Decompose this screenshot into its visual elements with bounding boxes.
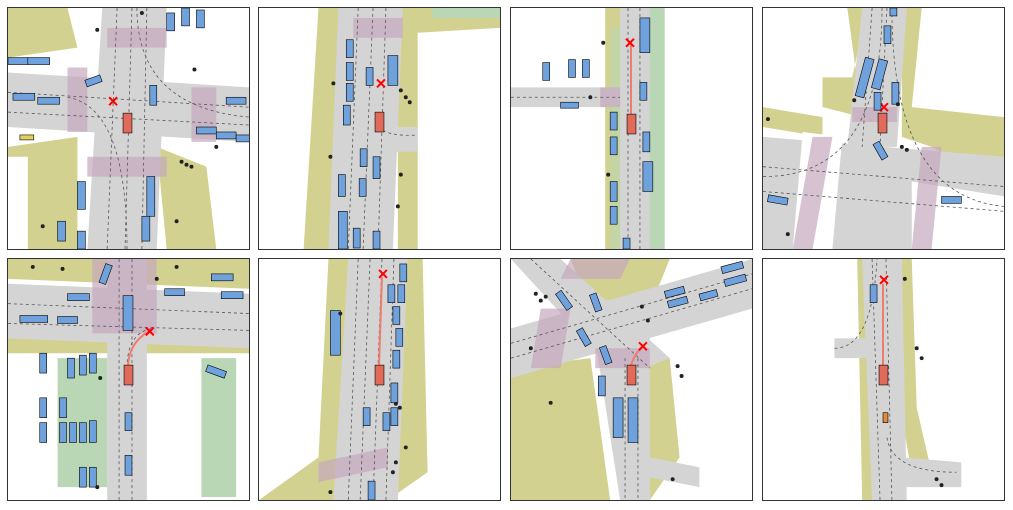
- road-side: [387, 127, 418, 152]
- sidewalk-area: [397, 8, 500, 249]
- sidewalk-area: [511, 358, 611, 500]
- red-x-goal-icon: [378, 269, 388, 279]
- ego-vehicle-icon: [877, 112, 888, 134]
- road-vertical: [333, 259, 408, 500]
- lane-markings: [834, 259, 957, 500]
- lane-markings: [511, 259, 752, 500]
- red-x-goal-icon: [879, 275, 889, 285]
- red-x-goal-icon: [145, 326, 155, 337]
- pedestrian-icon: [528, 291, 684, 482]
- pedestrian-icon: [328, 81, 412, 209]
- sidewalk-area: [901, 259, 932, 473]
- scene-panel-5: [7, 258, 250, 501]
- ego-vehicle-icon: [374, 364, 385, 386]
- crosswalk: [318, 447, 388, 483]
- crosswalk: [87, 156, 167, 177]
- road-side: [649, 457, 700, 488]
- crosswalk: [792, 136, 833, 249]
- red-x-goal-icon: [638, 341, 648, 351]
- pedestrian-icon: [40, 10, 219, 229]
- road-side: [901, 457, 962, 488]
- vehicle-icon: [882, 412, 889, 423]
- pedestrian-icon: [902, 276, 944, 488]
- crosswalk: [353, 17, 403, 38]
- red-x-goal-icon: [625, 38, 635, 48]
- ego-vehicle-icon: [122, 112, 133, 134]
- crosswalk: [107, 27, 167, 48]
- red-x-goal-icon: [879, 102, 889, 112]
- scene-panel-1: [7, 7, 250, 250]
- scene-panel-2: [258, 7, 501, 250]
- vehicle-icon: [8, 8, 249, 249]
- ego-vehicle-icon: [878, 364, 889, 386]
- scene-5-map: [8, 259, 249, 500]
- ego-vehicle-icon: [626, 364, 637, 386]
- pedestrian-icon: [30, 264, 179, 490]
- sidewalk-area: [901, 8, 1004, 187]
- vehicle-icon: [338, 39, 399, 249]
- scene-panel-6: [258, 258, 501, 501]
- scene-3-map: [511, 8, 752, 249]
- sidewalk-area: [259, 259, 354, 500]
- sidewalk-area: [387, 259, 428, 500]
- vehicle-icon: [19, 134, 35, 141]
- sidewalk-area: [857, 259, 873, 500]
- vehicle-icon: [330, 263, 408, 500]
- crosswalk: [600, 87, 621, 108]
- scene-6-map: [259, 259, 500, 500]
- pedestrian-icon: [765, 98, 909, 237]
- scene-1-map: [8, 8, 249, 249]
- crosswalk: [67, 67, 88, 132]
- greenery: [432, 8, 500, 18]
- vehicle-icon: [767, 8, 962, 206]
- pedestrian-icon: [328, 311, 408, 495]
- scene-panel-3: [510, 7, 753, 250]
- sidewalk-area: [8, 8, 78, 58]
- vehicle-icon: [555, 260, 748, 443]
- scene-2-map: [259, 8, 500, 249]
- scene-panel-8: [762, 258, 1005, 501]
- planned-path: [378, 276, 383, 366]
- crosswalk: [560, 259, 631, 279]
- greenery: [201, 358, 237, 498]
- planned-path: [127, 330, 150, 369]
- crosswalk: [530, 308, 571, 369]
- ego-vehicle-icon: [123, 364, 134, 386]
- scene-panel-4: [762, 7, 1005, 250]
- sidewalk-area: [156, 146, 217, 249]
- ego-vehicle-icon: [626, 113, 637, 135]
- ego-vehicle-icon: [374, 111, 385, 133]
- red-x-goal-icon: [108, 96, 118, 106]
- vehicle-icon: [542, 17, 654, 249]
- scene-8-map: [763, 259, 1004, 500]
- scene-panel-7: [510, 258, 753, 501]
- red-x-goal-icon: [376, 78, 386, 89]
- vehicle-icon: [869, 284, 878, 303]
- scene-7-map: [511, 259, 752, 500]
- vehicle-icon: [19, 263, 244, 488]
- pedestrian-icon: [588, 40, 611, 177]
- scene-4-map: [763, 8, 1004, 249]
- road-side: [834, 338, 873, 359]
